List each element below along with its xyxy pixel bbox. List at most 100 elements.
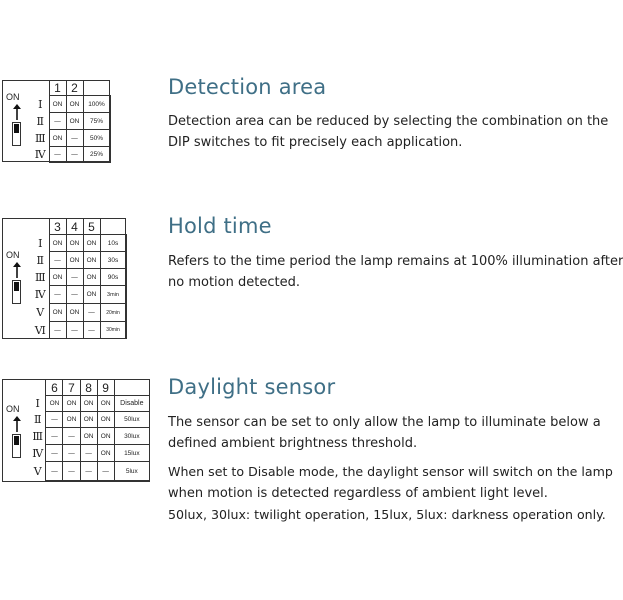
row-numeral: Ⅵ — [32, 321, 50, 339]
cell-value: — — [65, 268, 84, 286]
cell-result: 30min — [99, 321, 127, 339]
dip-table: 3 4 5 Ⅰ ON ON ON 10s Ⅱ — ON ON 30s Ⅲ ON … — [32, 218, 127, 339]
cell-value: ON — [48, 234, 67, 252]
switch-number: 2 — [65, 80, 84, 96]
cell-result: 15lux — [113, 444, 151, 462]
table-row: Ⅰ ON ON ON ON Disable — [30, 395, 151, 412]
cell-value: — — [48, 321, 67, 339]
section-heading: Detection area — [168, 75, 327, 99]
cell-value: — — [45, 427, 64, 445]
table-row: Ⅵ — — — 30min — [32, 321, 127, 339]
cell-value: — — [65, 129, 84, 147]
cell-value: ON — [45, 395, 64, 412]
row-numeral: Ⅳ — [32, 285, 50, 304]
cell-value: — — [82, 303, 101, 322]
cell-value: ON — [82, 234, 101, 252]
row-numeral: Ⅲ — [32, 268, 50, 286]
section-heading: Daylight sensor — [168, 375, 336, 399]
corner-cell — [32, 218, 50, 235]
paragraph-line: The sensor can be set to only allow the … — [168, 415, 601, 430]
cell-result: 30lux — [113, 427, 151, 445]
cell-value: — — [48, 285, 67, 304]
switch-number: 6 — [45, 379, 64, 396]
corner-cell — [113, 379, 150, 396]
row-numeral: Ⅱ — [30, 411, 47, 428]
table-row: Ⅰ ON ON 100% — [32, 95, 111, 113]
switch-number: 9 — [96, 379, 115, 396]
table-row: Ⅳ — — 25% — [32, 146, 111, 163]
switch-number: 5 — [82, 218, 101, 235]
cell-value: ON — [62, 411, 81, 428]
row-numeral: Ⅲ — [30, 427, 47, 445]
up-arrow-icon — [13, 262, 21, 278]
table-row: Ⅲ ON — ON 90s — [32, 268, 127, 286]
cell-value: — — [82, 321, 101, 339]
table-row: Ⅱ — ON ON ON 50lux — [30, 411, 151, 428]
cell-value: ON — [65, 112, 84, 130]
cell-value: — — [62, 427, 81, 445]
cell-value: ON — [65, 303, 84, 322]
cell-result: 20min — [99, 303, 127, 322]
cell-value: ON — [96, 395, 115, 412]
cell-result: Disable — [113, 395, 151, 412]
cell-result: 90s — [99, 268, 127, 286]
cell-value: ON — [82, 268, 101, 286]
up-arrow-icon — [13, 416, 21, 432]
cell-value: ON — [65, 95, 84, 113]
row-numeral: Ⅴ — [30, 461, 47, 481]
section-heading: Hold time — [168, 214, 272, 238]
switch-number: 4 — [65, 218, 84, 235]
corner-cell — [30, 379, 47, 396]
paragraph-line: 50lux, 30lux: twilight operation, 15lux,… — [168, 507, 606, 522]
table-row: Ⅰ ON ON ON 10s — [32, 234, 127, 252]
cell-result: 100% — [82, 95, 111, 113]
cell-result: 10s — [99, 234, 127, 252]
cell-result: 75% — [82, 112, 111, 130]
table-row: Ⅱ — ON ON 30s — [32, 251, 127, 269]
on-label: ON — [6, 92, 20, 102]
cell-value: ON — [79, 395, 98, 412]
cell-result: 25% — [82, 146, 111, 163]
table-row: Ⅴ ON ON — 20min — [32, 303, 127, 322]
paragraph-line: Detection area can be reduced by selecti… — [168, 114, 609, 129]
switch-number: 8 — [79, 379, 98, 396]
cell-value: ON — [79, 427, 98, 445]
up-arrow-icon — [13, 104, 21, 120]
cell-value: — — [65, 285, 84, 304]
on-label: ON — [6, 404, 20, 414]
paragraph-line: Refers to the time period the lamp remai… — [168, 254, 623, 269]
dip-switch-icon — [12, 280, 21, 304]
cell-result: 3min — [99, 285, 127, 304]
paragraph-line: DIP switches to fit precisely each appli… — [168, 135, 463, 150]
cell-value: — — [48, 251, 67, 269]
row-numeral: Ⅰ — [32, 234, 50, 252]
corner-cell — [99, 218, 126, 235]
table-row: Ⅲ — — ON ON 30lux — [30, 427, 151, 445]
cell-value: ON — [65, 251, 84, 269]
cell-value: — — [48, 112, 67, 130]
on-label: ON — [6, 250, 20, 260]
cell-value: ON — [82, 285, 101, 304]
cell-value: ON — [48, 268, 67, 286]
cell-value: — — [45, 444, 64, 462]
table-row: Ⅲ ON — 50% — [32, 129, 111, 147]
dip-table: 6 7 8 9 Ⅰ ON ON ON ON Disable Ⅱ — ON ON … — [30, 379, 151, 481]
row-numeral: Ⅰ — [32, 95, 50, 113]
table-row: Ⅳ — — ON 3min — [32, 285, 127, 304]
corner-cell — [82, 80, 110, 96]
row-numeral: Ⅱ — [32, 251, 50, 269]
switch-number: 3 — [48, 218, 67, 235]
dip-switch-icon — [12, 434, 21, 458]
dip-table: 1 2 Ⅰ ON ON 100% Ⅱ — ON 75% Ⅲ ON — 50% Ⅳ… — [32, 80, 111, 163]
cell-value: — — [62, 461, 81, 481]
table-row: Ⅳ — — — ON 15lux — [30, 444, 151, 462]
table-row: Ⅱ — ON 75% — [32, 112, 111, 130]
cell-value: — — [48, 146, 67, 163]
paragraph-line: when motion is detected regardless of am… — [168, 486, 548, 501]
cell-value: — — [62, 444, 81, 462]
row-numeral: Ⅳ — [30, 444, 47, 462]
cell-value: ON — [82, 251, 101, 269]
cell-result: 50% — [82, 129, 111, 147]
corner-cell — [32, 80, 50, 96]
cell-value: ON — [96, 427, 115, 445]
